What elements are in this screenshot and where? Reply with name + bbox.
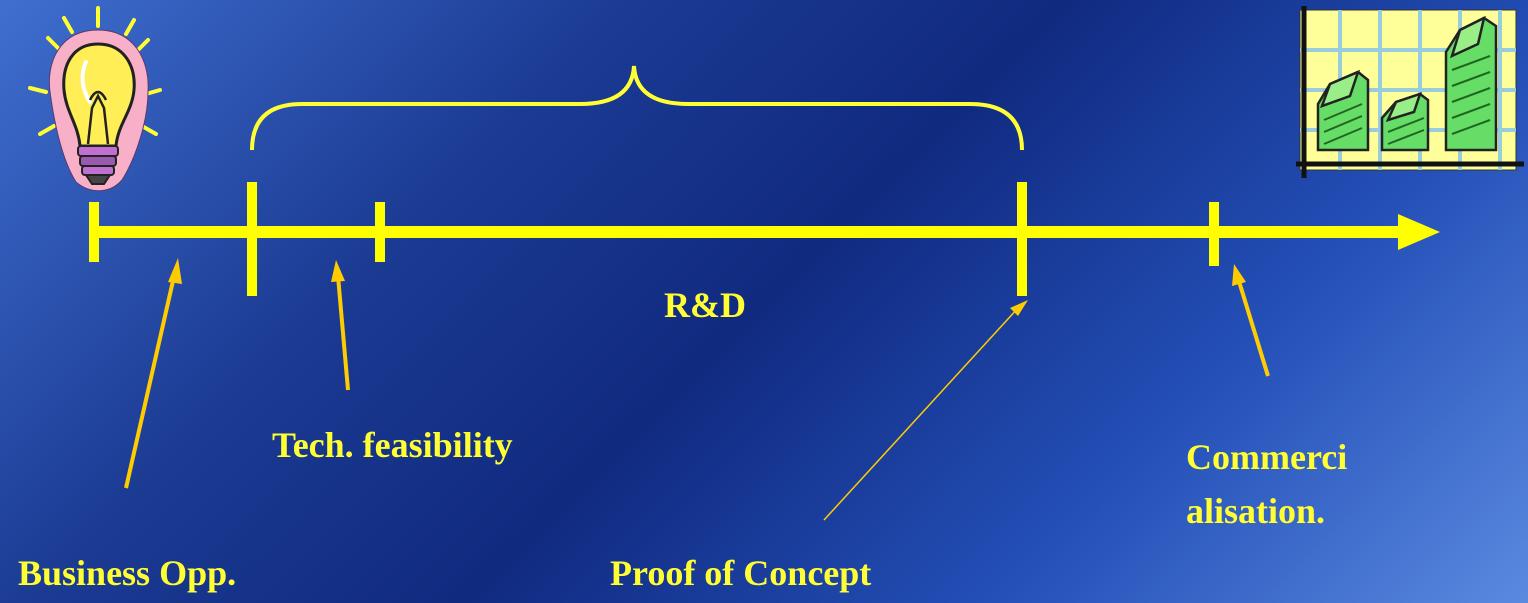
arrow-business <box>124 258 182 489</box>
commercialisation-line-2: alisation. <box>1186 491 1326 531</box>
lightbulb-icon <box>28 6 162 192</box>
tech-feasibility-label: Tech. feasibility <box>272 425 513 465</box>
arrow-commercialisation <box>1232 264 1270 377</box>
arrow-proof <box>823 300 1028 521</box>
money-growth-chart-icon <box>1296 6 1524 178</box>
business-opp-label: Business Opp. <box>18 553 237 593</box>
commercialisation-line-1: Commerci <box>1186 437 1348 477</box>
rd-brace <box>250 65 1024 151</box>
proof-of-concept-label: Proof of Concept <box>610 553 872 593</box>
arrow-tech <box>331 260 350 391</box>
rd-label: R&D <box>664 285 746 325</box>
timeline-axis <box>92 214 1440 250</box>
commercialisation-label: Commerci alisation. <box>1186 430 1347 538</box>
